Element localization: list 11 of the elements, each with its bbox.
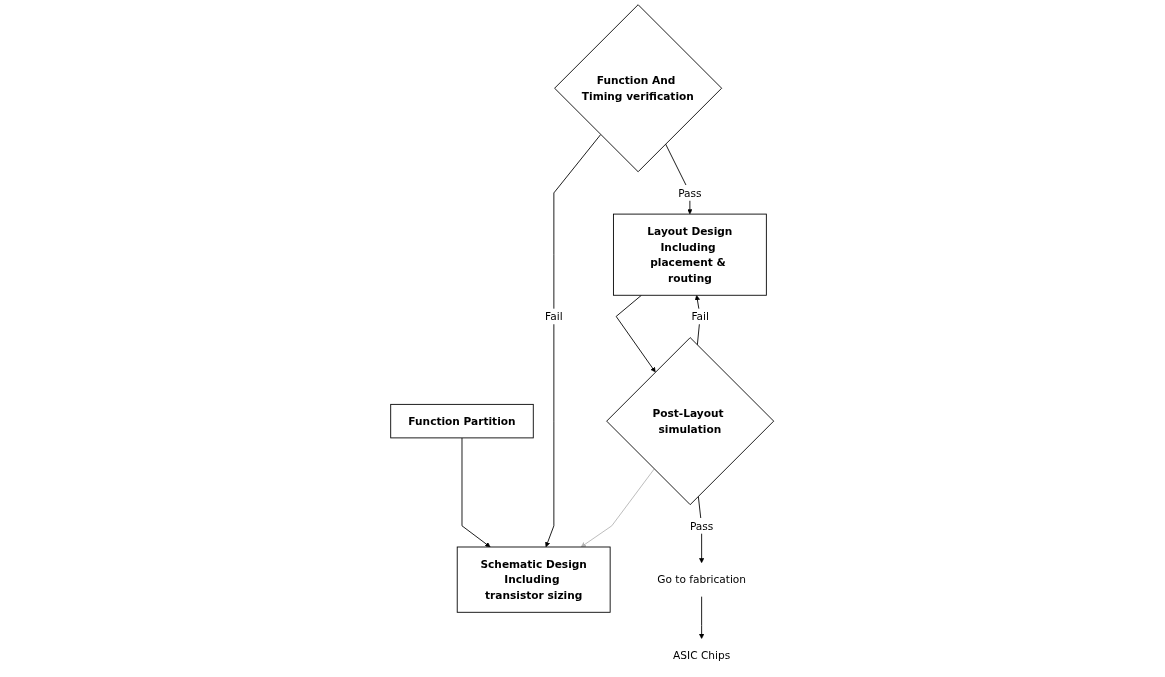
node-text: ASIC Chips [673,649,731,662]
node-box: Schematic Design Including transistor sizing [457,546,611,613]
edge-label: Pass [690,519,714,532]
node-box: Function Partition [390,403,534,439]
node-diamond: Post-Layout simulation [606,337,775,506]
node-text: Go to fabrication [657,573,747,586]
edge-label: Pass [678,186,702,200]
node-diamond: Function And Timing verification [554,4,723,173]
edge-label: Fail [545,310,563,323]
node-box: Layout Design Including placement & routing [613,213,768,296]
edge-label: Fail [691,310,710,323]
